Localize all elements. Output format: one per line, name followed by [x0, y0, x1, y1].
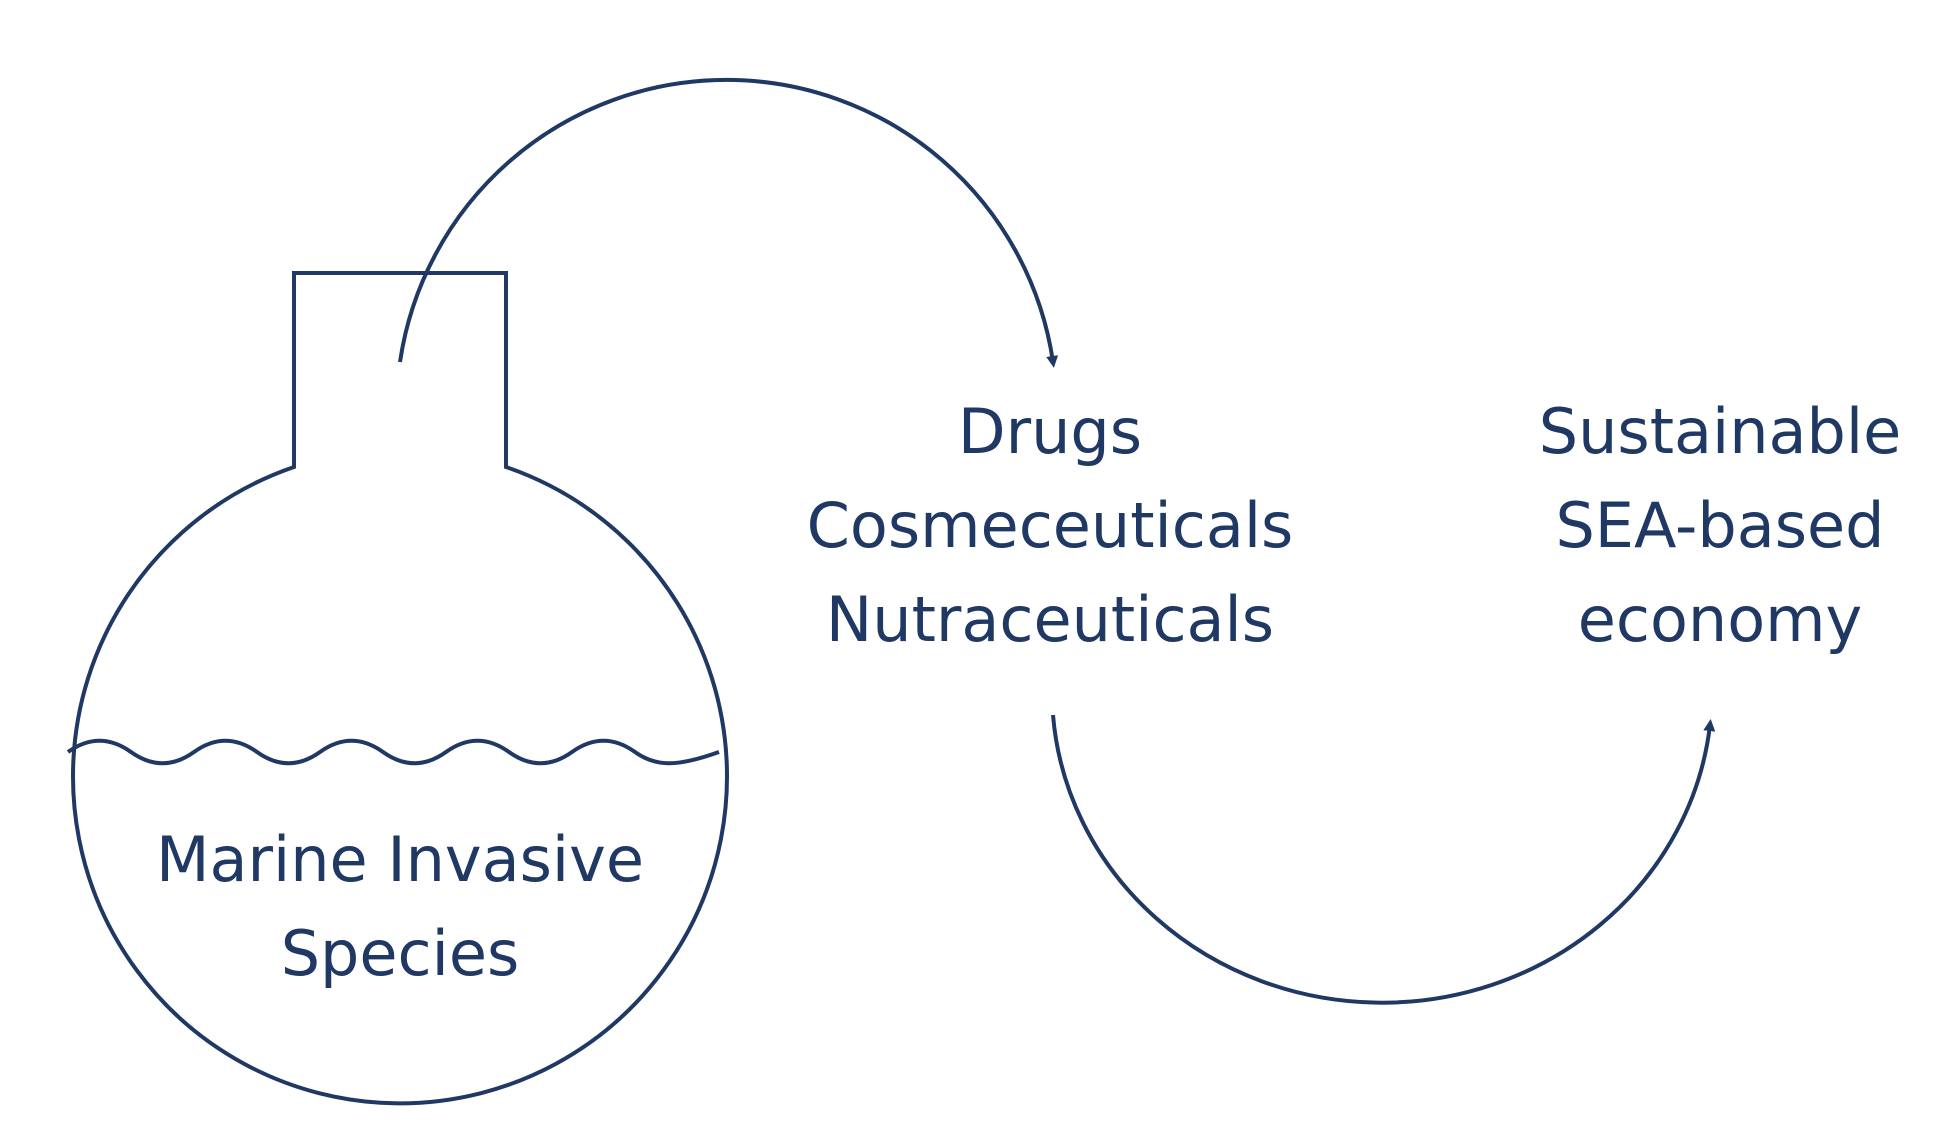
products-label-line-2: Cosmeceuticals — [806, 489, 1294, 562]
arrow-source-to-products — [398, 78, 1059, 368]
outcome-label-line-3: economy — [1577, 583, 1863, 656]
outcome-node-label: Sustainable SEA-based economy — [1480, 385, 1933, 667]
source-node-label: Marine Invasive Species — [100, 813, 700, 1001]
products-node-label: Drugs Cosmeceuticals Nutraceuticals — [740, 385, 1360, 667]
liquid-wave — [66, 738, 720, 766]
arrow-products-to-outcome — [1051, 714, 1716, 1005]
flask-outline — [71, 271, 729, 1106]
source-label-line-2: Species — [280, 917, 520, 990]
source-label-line-1: Marine Invasive — [156, 823, 644, 896]
outcome-label-line-1: Sustainable — [1538, 395, 1902, 468]
products-label-line-3: Nutraceuticals — [825, 583, 1275, 656]
products-label-line-1: Drugs — [957, 395, 1143, 468]
outcome-label-line-2: SEA-based — [1555, 489, 1885, 562]
